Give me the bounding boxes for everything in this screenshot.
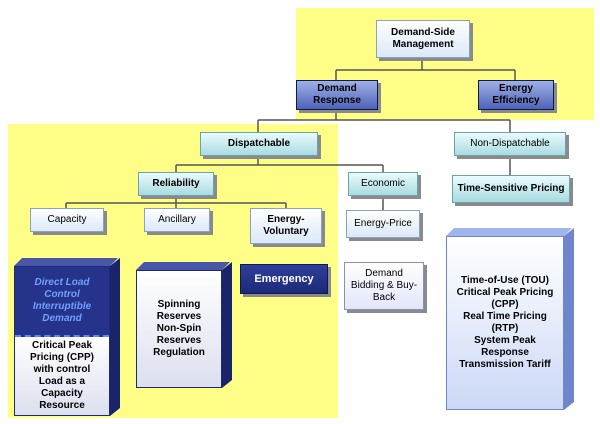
node-energy-efficiency: Energy Efficiency [478,80,554,110]
ancillary-block-side-face [222,262,232,388]
time-sensitive-pricing-block: Time-of-Use (TOU) Critical Peak Pricing … [446,228,576,410]
node-energy-voluntary: Energy- Voluntary [250,208,322,244]
capacity-block-top-text: Direct Load Control Interruptible Demand [15,267,109,337]
ancillary-block: Spinning Reserves Non-Spin Reserves Regu… [136,262,234,388]
tsp-block-side-face [564,228,574,410]
capacity-block-top-face [14,258,118,266]
capacity-block-side-face [110,258,120,416]
ancillary-block-top-face [136,262,230,270]
node-dispatchable: Dispatchable [200,132,318,156]
node-ancillary: Ancillary [144,208,210,232]
tsp-block-top-face [446,228,572,236]
node-energy-price: Energy-Price [346,210,420,238]
node-economic: Economic [348,172,418,196]
node-demand-response: Demand Response [296,80,378,110]
node-time-sensitive-pricing: Time-Sensitive Pricing [452,175,570,203]
node-capacity: Capacity [30,208,104,232]
ancillary-block-front: Spinning Reserves Non-Spin Reserves Regu… [136,270,222,388]
capacity-block: Direct Load Control Interruptible Demand… [14,258,126,416]
node-demand-side-management: Demand-Side Management [376,20,470,58]
capacity-block-bottom-text: Critical Peak Pricing (CPP) with control… [15,337,109,415]
capacity-block-front: Direct Load Control Interruptible Demand… [14,266,110,416]
node-demand-bidding-buy-back: Demand Bidding & Buy- Back [344,262,424,310]
node-emergency: Emergency [240,264,328,294]
tsp-block-front: Time-of-Use (TOU) Critical Peak Pricing … [446,236,564,410]
node-reliability: Reliability [138,172,214,196]
node-non-dispatchable: Non-Dispatchable [454,132,566,156]
